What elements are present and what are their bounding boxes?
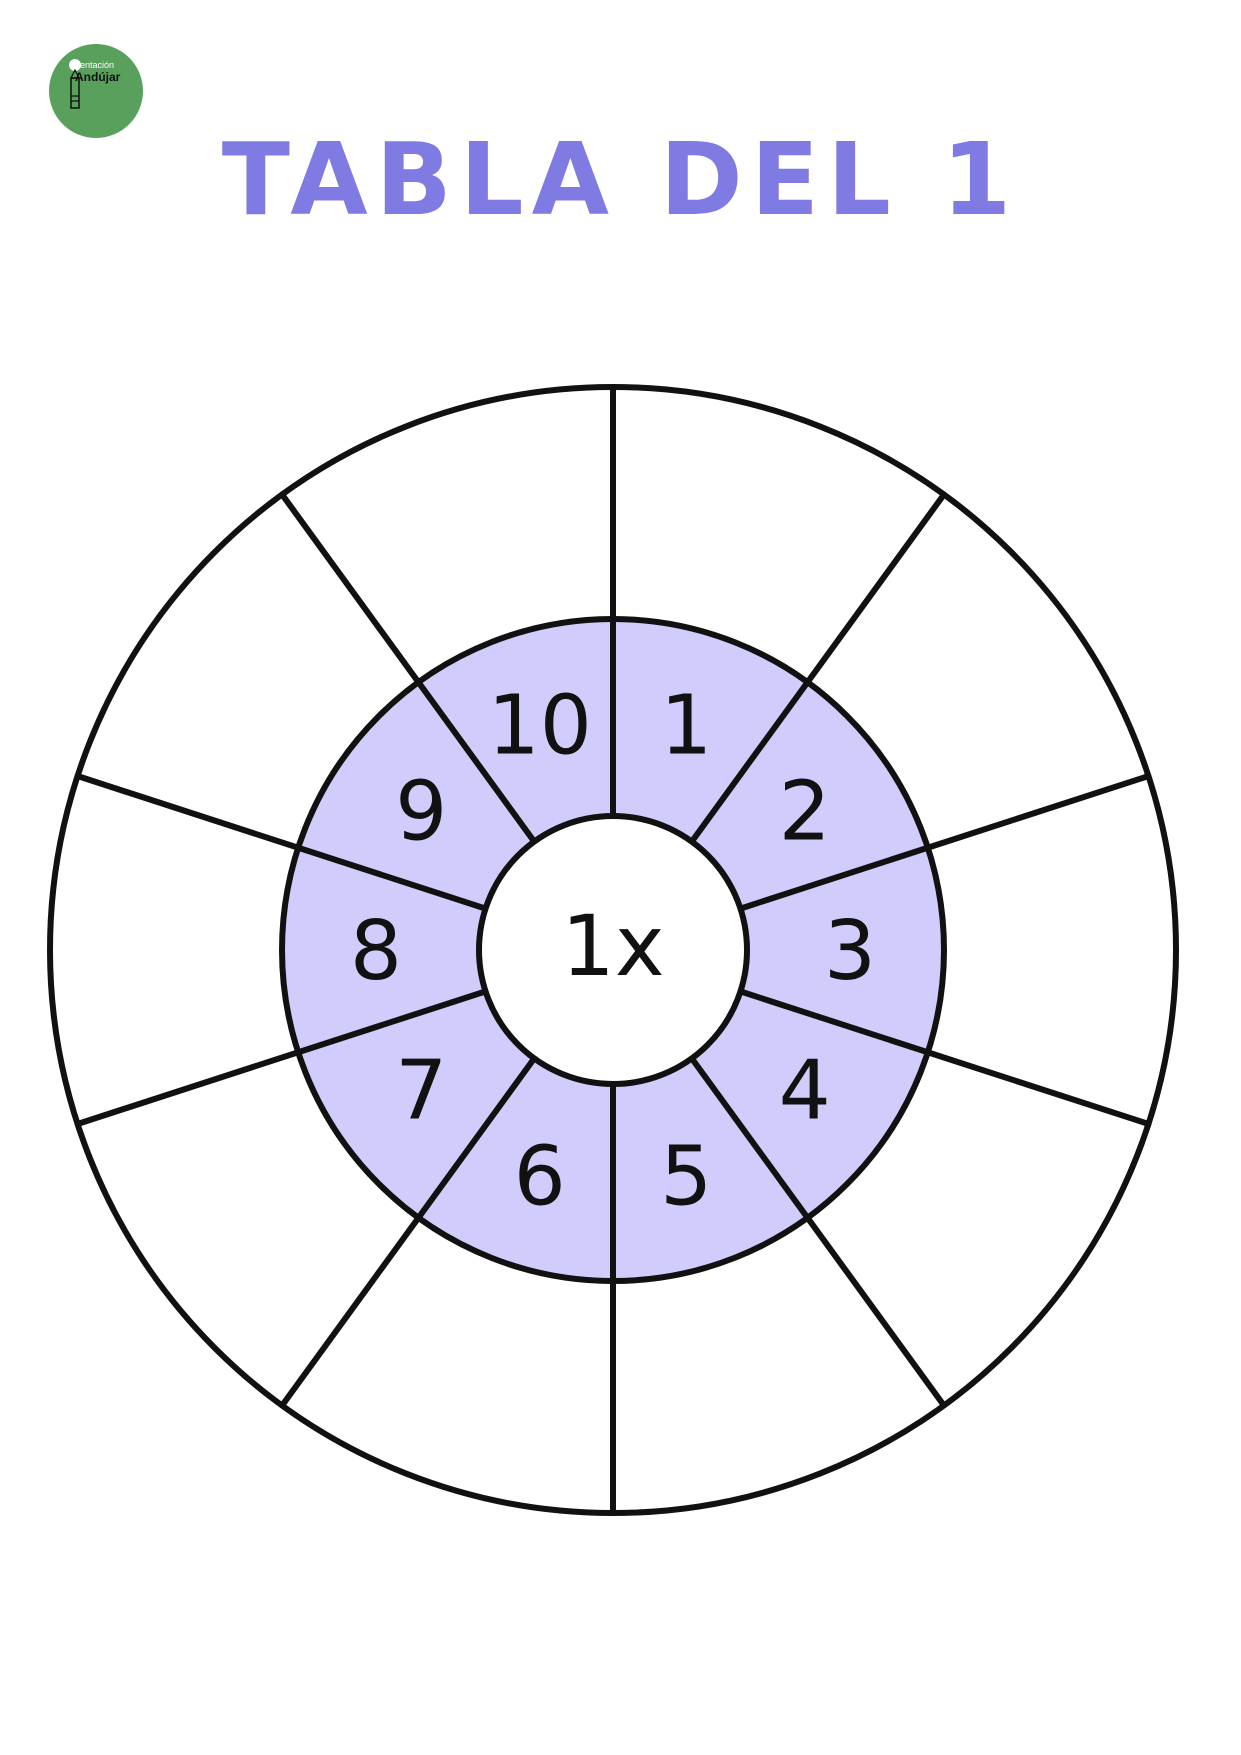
logo-text-line2: Andújar [75,70,121,84]
spoke-line [737,988,1152,1127]
spoke-lines [74,384,1152,1516]
wheel-number: 10 [488,679,592,774]
spoke-line [279,1055,538,1409]
wheel-number: 5 [660,1129,712,1224]
wheel-number: 7 [395,1043,447,1138]
inner-circle [476,813,750,1087]
spoke-line [737,773,1152,912]
wheel-number: 9 [395,765,447,860]
wheel-number: 3 [824,904,876,999]
middle-circle [279,616,947,1284]
center-label: 1x [561,897,664,995]
wheel-number: 8 [350,904,402,999]
spoke-line [688,1055,947,1409]
spoke-line [74,988,489,1127]
wheel-number: 6 [514,1129,566,1224]
wheel-number: 4 [779,1043,831,1138]
pencil-icon [69,59,81,109]
spoke-line [688,491,947,845]
wheel-number: 2 [779,765,831,860]
wheel-number: 1 [660,679,712,774]
ring-outlines [279,616,947,1284]
spoke-line [74,773,489,912]
page-title: TABLA DEL 1 [221,121,1020,238]
spoke-line [279,491,538,845]
logo: rientación Andújar [49,44,143,138]
logo-text-line1: rientación [75,60,115,70]
